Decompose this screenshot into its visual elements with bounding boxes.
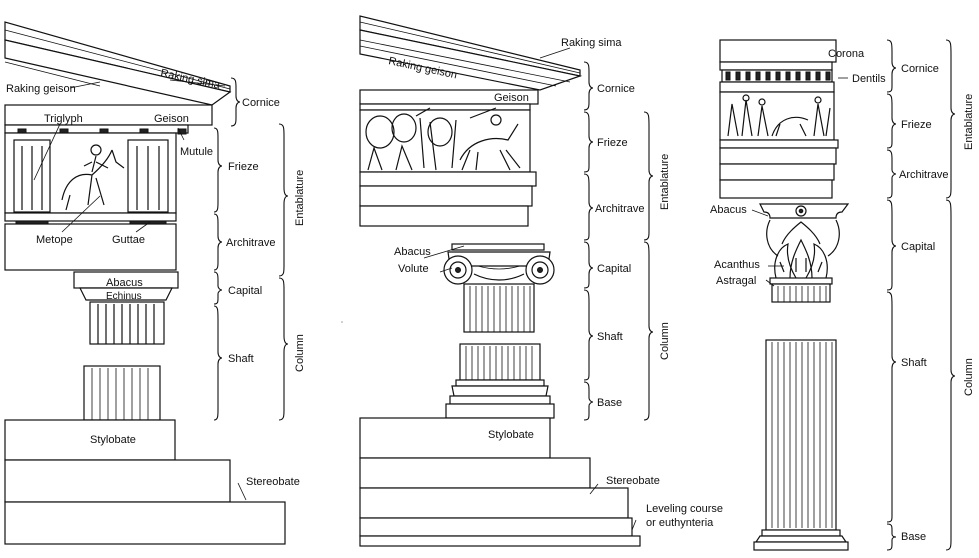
- doric-stylobate-label: Stylobate: [90, 434, 136, 446]
- ionic-stylobate: [359, 417, 551, 459]
- doric-stylobate: [4, 419, 176, 461]
- doric-braces: [213, 77, 289, 421]
- corinthian-astragal-label: Astragal: [716, 275, 756, 287]
- ionic-frieze-sculpture: [365, 107, 521, 171]
- doric-triglyphs: [13, 139, 169, 213]
- doric-metope-label: Metope: [36, 234, 73, 246]
- ionic-frieze: [359, 109, 531, 173]
- ionic-architrave: [359, 205, 529, 227]
- doric-frieze-label: Frieze: [228, 161, 259, 173]
- ionic-base: [445, 379, 555, 419]
- ionic-shaft-label: Shaft: [597, 331, 623, 343]
- ionic-shaft-lower: [459, 343, 541, 381]
- ionic-leveling-line2: or euthynteria: [646, 517, 714, 529]
- doric-architrave: [4, 223, 177, 271]
- ionic-stereobate-lower: [359, 487, 629, 519]
- doric-geison-label: Geison: [154, 113, 189, 125]
- corinthian-corona-label: Corona: [828, 48, 865, 60]
- doric-column-label: Column: [294, 334, 306, 372]
- ionic-shaft-upper: [463, 283, 535, 333]
- ionic-stereobate-upper: [359, 457, 591, 489]
- corinthian-frieze-sculpture: [727, 94, 831, 137]
- doric-architrave-label: Architrave: [226, 237, 276, 249]
- ionic-order: Raking sima Raking geison Geison Abacus …: [359, 15, 723, 547]
- doric-guttae-label: Guttae: [112, 234, 145, 246]
- doric-raking-geison-label: Raking geison: [6, 83, 76, 95]
- corinthian-base: [753, 529, 849, 551]
- doric-raking-geison: [4, 39, 232, 106]
- corinthian-rosette: [795, 205, 807, 217]
- ionic-stylobate-label: Stylobate: [488, 429, 534, 441]
- ionic-volute-label: Volute: [398, 263, 429, 275]
- corinthian-dentils-label: Dentils: [852, 73, 886, 85]
- ionic-stereobate-label: Stereobate: [606, 475, 660, 487]
- ionic-cornice-label: Cornice: [597, 83, 635, 95]
- corinthian-frieze-label: Frieze: [901, 119, 932, 131]
- corinthian-acanthus-leaves: [766, 219, 840, 279]
- doric-echinus-label: Echinus: [106, 291, 142, 302]
- doric-triglyph-label: Triglyph: [44, 113, 83, 125]
- doric-abacus-label: Abacus: [106, 277, 143, 289]
- doric-stereobate-upper: [4, 459, 231, 503]
- corinthian-column-label: Column: [963, 358, 975, 396]
- doric-shaft-upper: [89, 301, 165, 345]
- corinthian-base-label: Base: [901, 531, 926, 543]
- doric-entablature-label: Entablature: [294, 170, 306, 226]
- ionic-braces: [583, 61, 654, 421]
- doric-leaders: [33, 79, 226, 233]
- corinthian-order: Corona Dentils Abacus Acanthus Astragal …: [710, 39, 975, 551]
- corinthian-acanthus-label: Acanthus: [714, 259, 760, 271]
- corinthian-dentils: [721, 69, 833, 83]
- ionic-euthynteria: [359, 517, 633, 537]
- ionic-abacus: [451, 243, 545, 251]
- corinthian-abacus-label: Abacus: [710, 204, 747, 216]
- corinthian-cornice-label: Cornice: [901, 63, 939, 75]
- ionic-column-label: Column: [659, 322, 671, 360]
- ionic-leveling-line1: Leveling course: [646, 503, 723, 515]
- ionic-capital-label: Capital: [597, 263, 631, 275]
- ionic-raking-sima-label: Raking sima: [561, 37, 622, 49]
- corinthian-astragal: [771, 283, 831, 303]
- doric-shaft-lower: [83, 365, 161, 421]
- corinthian-leaders: [751, 77, 848, 287]
- corinthian-capital-label: Capital: [901, 241, 935, 253]
- corinthian-corona: [719, 39, 837, 63]
- corinthian-architrave: [719, 179, 833, 199]
- doric-capital-label: Capital: [228, 285, 262, 297]
- ionic-frieze-label: Frieze: [597, 137, 628, 149]
- doric-stereobate-label: Stereobate: [246, 476, 300, 488]
- doric-shaft-label: Shaft: [228, 353, 254, 365]
- corinthian-entablature-label: Entablature: [963, 94, 975, 150]
- ionic-geison-label: Geison: [494, 92, 529, 104]
- ionic-entablature-label: Entablature: [659, 154, 671, 210]
- ionic-base-label: Base: [597, 397, 622, 409]
- doric-stereobate-lower: [4, 501, 286, 545]
- corinthian-architrave-label: Architrave: [899, 169, 949, 181]
- doric-metope-sculpture: [61, 144, 125, 211]
- speck: [341, 321, 343, 323]
- corinthian-shaft-label: Shaft: [901, 357, 927, 369]
- doric-echinus: [79, 287, 173, 301]
- ionic-architrave-label: Architrave: [595, 203, 645, 215]
- ionic-leaders: [423, 47, 637, 531]
- corinthian-shaft: [765, 339, 837, 531]
- doric-mutule-label: Mutule: [180, 146, 213, 158]
- ionic-abacus-label: Abacus: [394, 246, 431, 258]
- doric-cornice-label: Cornice: [242, 97, 280, 109]
- doric-order: Raking sima Raking geison Triglyph Geiso…: [4, 21, 306, 545]
- corinthian-braces: [886, 39, 956, 551]
- ionic-volutes: [443, 255, 555, 285]
